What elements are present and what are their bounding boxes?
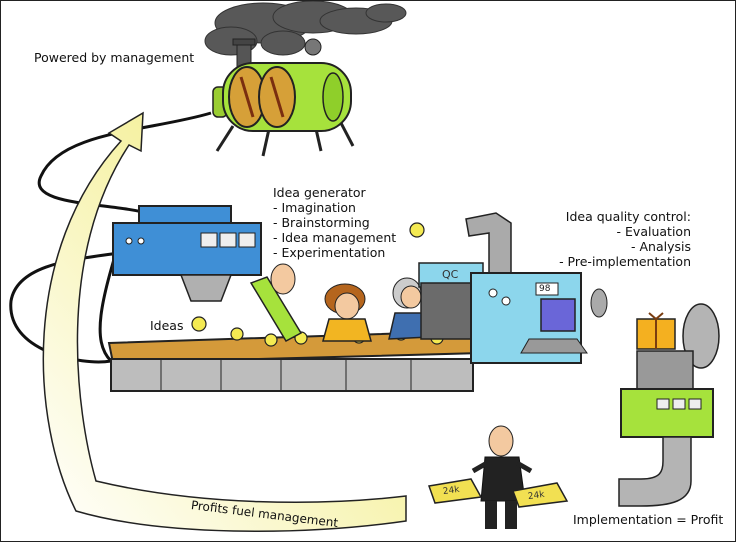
conveyor-belt <box>107 329 483 392</box>
idea-generator-item: - Idea management <box>273 230 397 245</box>
gold-sack-label: 24k <box>442 484 461 498</box>
idea-generator-item: - Brainstorming <box>273 215 370 230</box>
idea-generator-list: Idea generator - Imagination - Brainstor… <box>273 185 396 260</box>
quality-control-item: - Evaluation <box>616 224 691 239</box>
qc-display-readout: 98 <box>539 284 551 294</box>
workers <box>249 263 430 342</box>
idea-generator-item: - Imagination <box>273 200 356 215</box>
quality-control-list: Idea quality control: - Evaluation - Ana… <box>559 209 691 269</box>
profits-arrow <box>42 111 407 532</box>
gift-box <box>636 312 676 350</box>
powered-by-management-label: Powered by management <box>34 50 195 65</box>
implementation-machine <box>618 303 720 507</box>
management-engine <box>212 38 355 157</box>
quality-control-machine <box>418 212 608 364</box>
ideas-label: Ideas <box>150 318 184 333</box>
gold-sack-label: 24k <box>527 489 546 503</box>
qc-sign: QC <box>442 268 459 281</box>
quality-control-title: Idea quality control: <box>565 209 691 224</box>
idea-generator-machine <box>112 205 262 302</box>
idea-generator-item: - Experimentation <box>273 245 386 260</box>
businessman <box>471 425 533 529</box>
quality-control-item: - Analysis <box>631 239 691 254</box>
implementation-profit-label: Implementation = Profit <box>573 512 724 527</box>
gold-sacks <box>427 478 569 508</box>
idea-generator-title: Idea generator <box>273 185 366 200</box>
quality-control-item: - Pre-implementation <box>559 254 691 269</box>
